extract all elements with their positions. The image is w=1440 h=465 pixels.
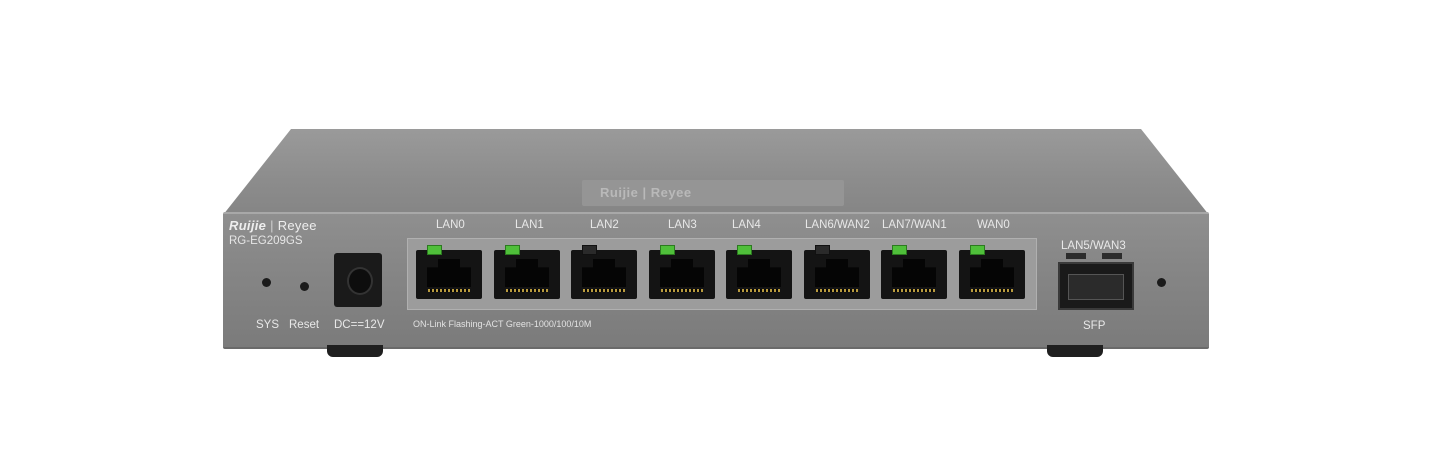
ethernet-port: [804, 245, 870, 299]
link-led-icon: [427, 245, 442, 255]
top-brand-plate: Ruijie | Reyee: [582, 180, 844, 206]
rj45-pins: [738, 289, 780, 292]
rj45-pins: [971, 289, 1013, 292]
left-foot: [327, 345, 383, 357]
sfp-label: SFP: [1083, 320, 1106, 332]
port-label-lan1: LAN1: [515, 219, 544, 231]
ethernet-port: [649, 245, 715, 299]
sfp-indicator-hole: [1157, 278, 1166, 287]
right-foot: [1047, 345, 1103, 357]
brand-logo: Ruijie | Reyee: [229, 218, 317, 233]
port-label-lan0: LAN0: [436, 219, 465, 231]
sys-label: SYS: [256, 319, 280, 331]
ethernet-port: [726, 245, 792, 299]
link-led-icon: [737, 245, 752, 255]
rj45-pins: [816, 289, 858, 292]
rj45-pins: [506, 289, 548, 292]
dc-jack-socket: [347, 267, 373, 295]
power-label: DC==12V: [334, 319, 385, 331]
ethernet-port: [881, 245, 947, 299]
port-label-lan3: LAN3: [668, 219, 697, 231]
sfp-cage: [1068, 274, 1124, 300]
sfp-port-label: LAN5/WAN3: [1061, 240, 1126, 252]
sys-indicator: [262, 278, 271, 287]
port-label-wan0: WAN0: [977, 219, 1010, 231]
sub-brand-name: Reyee: [277, 218, 317, 233]
link-led-icon: [970, 245, 985, 255]
port-label-lan4: LAN4: [732, 219, 761, 231]
rj45-pins: [583, 289, 625, 292]
link-led-icon: [505, 245, 520, 255]
rj45-pins: [428, 289, 470, 292]
link-led-icon: [815, 245, 830, 255]
dc-power-jack: [334, 253, 382, 307]
sfp-led-right: [1102, 253, 1122, 259]
link-led-icon: [660, 245, 675, 255]
ethernet-port: [494, 245, 560, 299]
sfp-led-left: [1066, 253, 1086, 259]
link-led-icon: [582, 245, 597, 255]
sfp-port: [1058, 262, 1134, 310]
top-brand-logo: Ruijie | Reyee: [600, 185, 692, 200]
rj45-pins: [893, 289, 935, 292]
reset-button: [300, 282, 309, 291]
led-legend: ON-Link Flashing-ACT Green-1000/100/10M: [413, 319, 592, 329]
model-label: RG-EG209GS: [229, 235, 303, 247]
reset-label: Reset: [289, 319, 320, 331]
brand-name: Ruijie: [229, 218, 267, 233]
link-led-icon: [892, 245, 907, 255]
port-label-lan2: LAN2: [590, 219, 619, 231]
ethernet-port: [959, 245, 1025, 299]
port-label-lan6-wan2: LAN6/WAN2: [805, 219, 870, 231]
ethernet-port: [571, 245, 637, 299]
rj45-pins: [661, 289, 703, 292]
port-label-lan7-wan1: LAN7/WAN1: [882, 219, 947, 231]
ethernet-port: [416, 245, 482, 299]
